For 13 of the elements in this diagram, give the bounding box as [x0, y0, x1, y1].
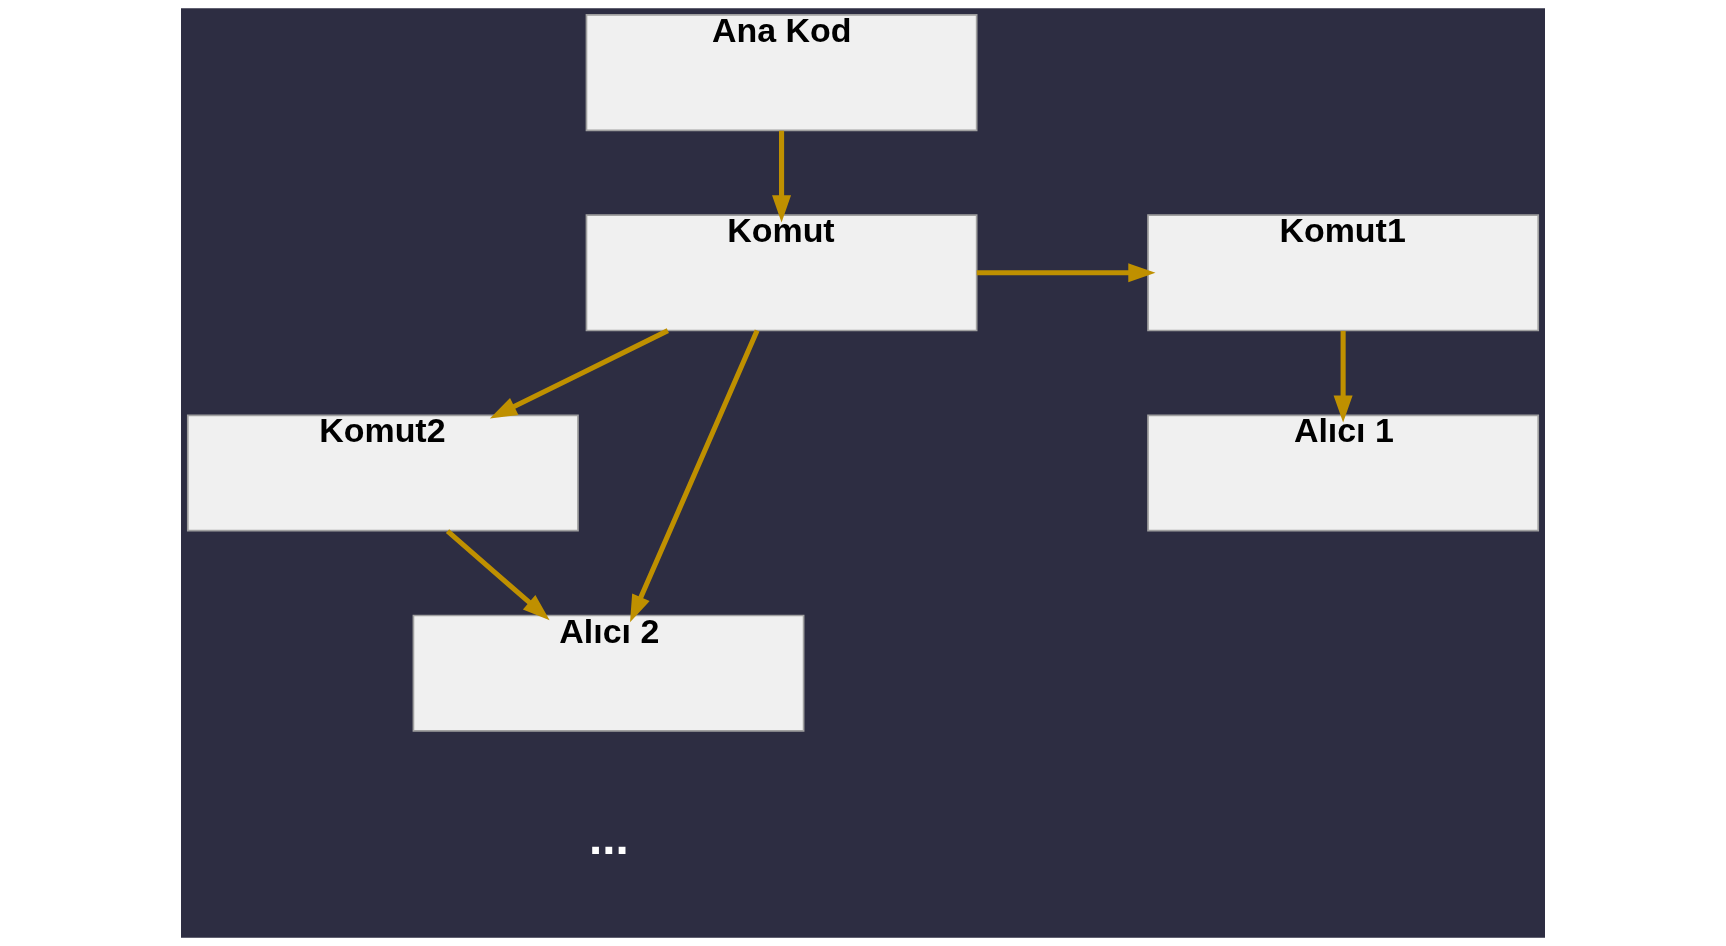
- node-box: Ana Kod: [585, 14, 978, 132]
- label: ...: [589, 810, 629, 864]
- arrow: [489, 328, 669, 419]
- arrow: [976, 263, 1156, 283]
- arrow: [772, 130, 792, 223]
- node-box: Komut1: [1147, 214, 1540, 332]
- node-box: Komut2: [186, 414, 579, 532]
- node-box: Alıcı 1: [1147, 414, 1540, 532]
- arrow: [630, 329, 760, 623]
- node-box: Komut: [585, 214, 978, 332]
- arrow: [445, 529, 550, 621]
- node-box: Alıcı 2: [412, 614, 805, 732]
- arrow: [1333, 330, 1353, 423]
